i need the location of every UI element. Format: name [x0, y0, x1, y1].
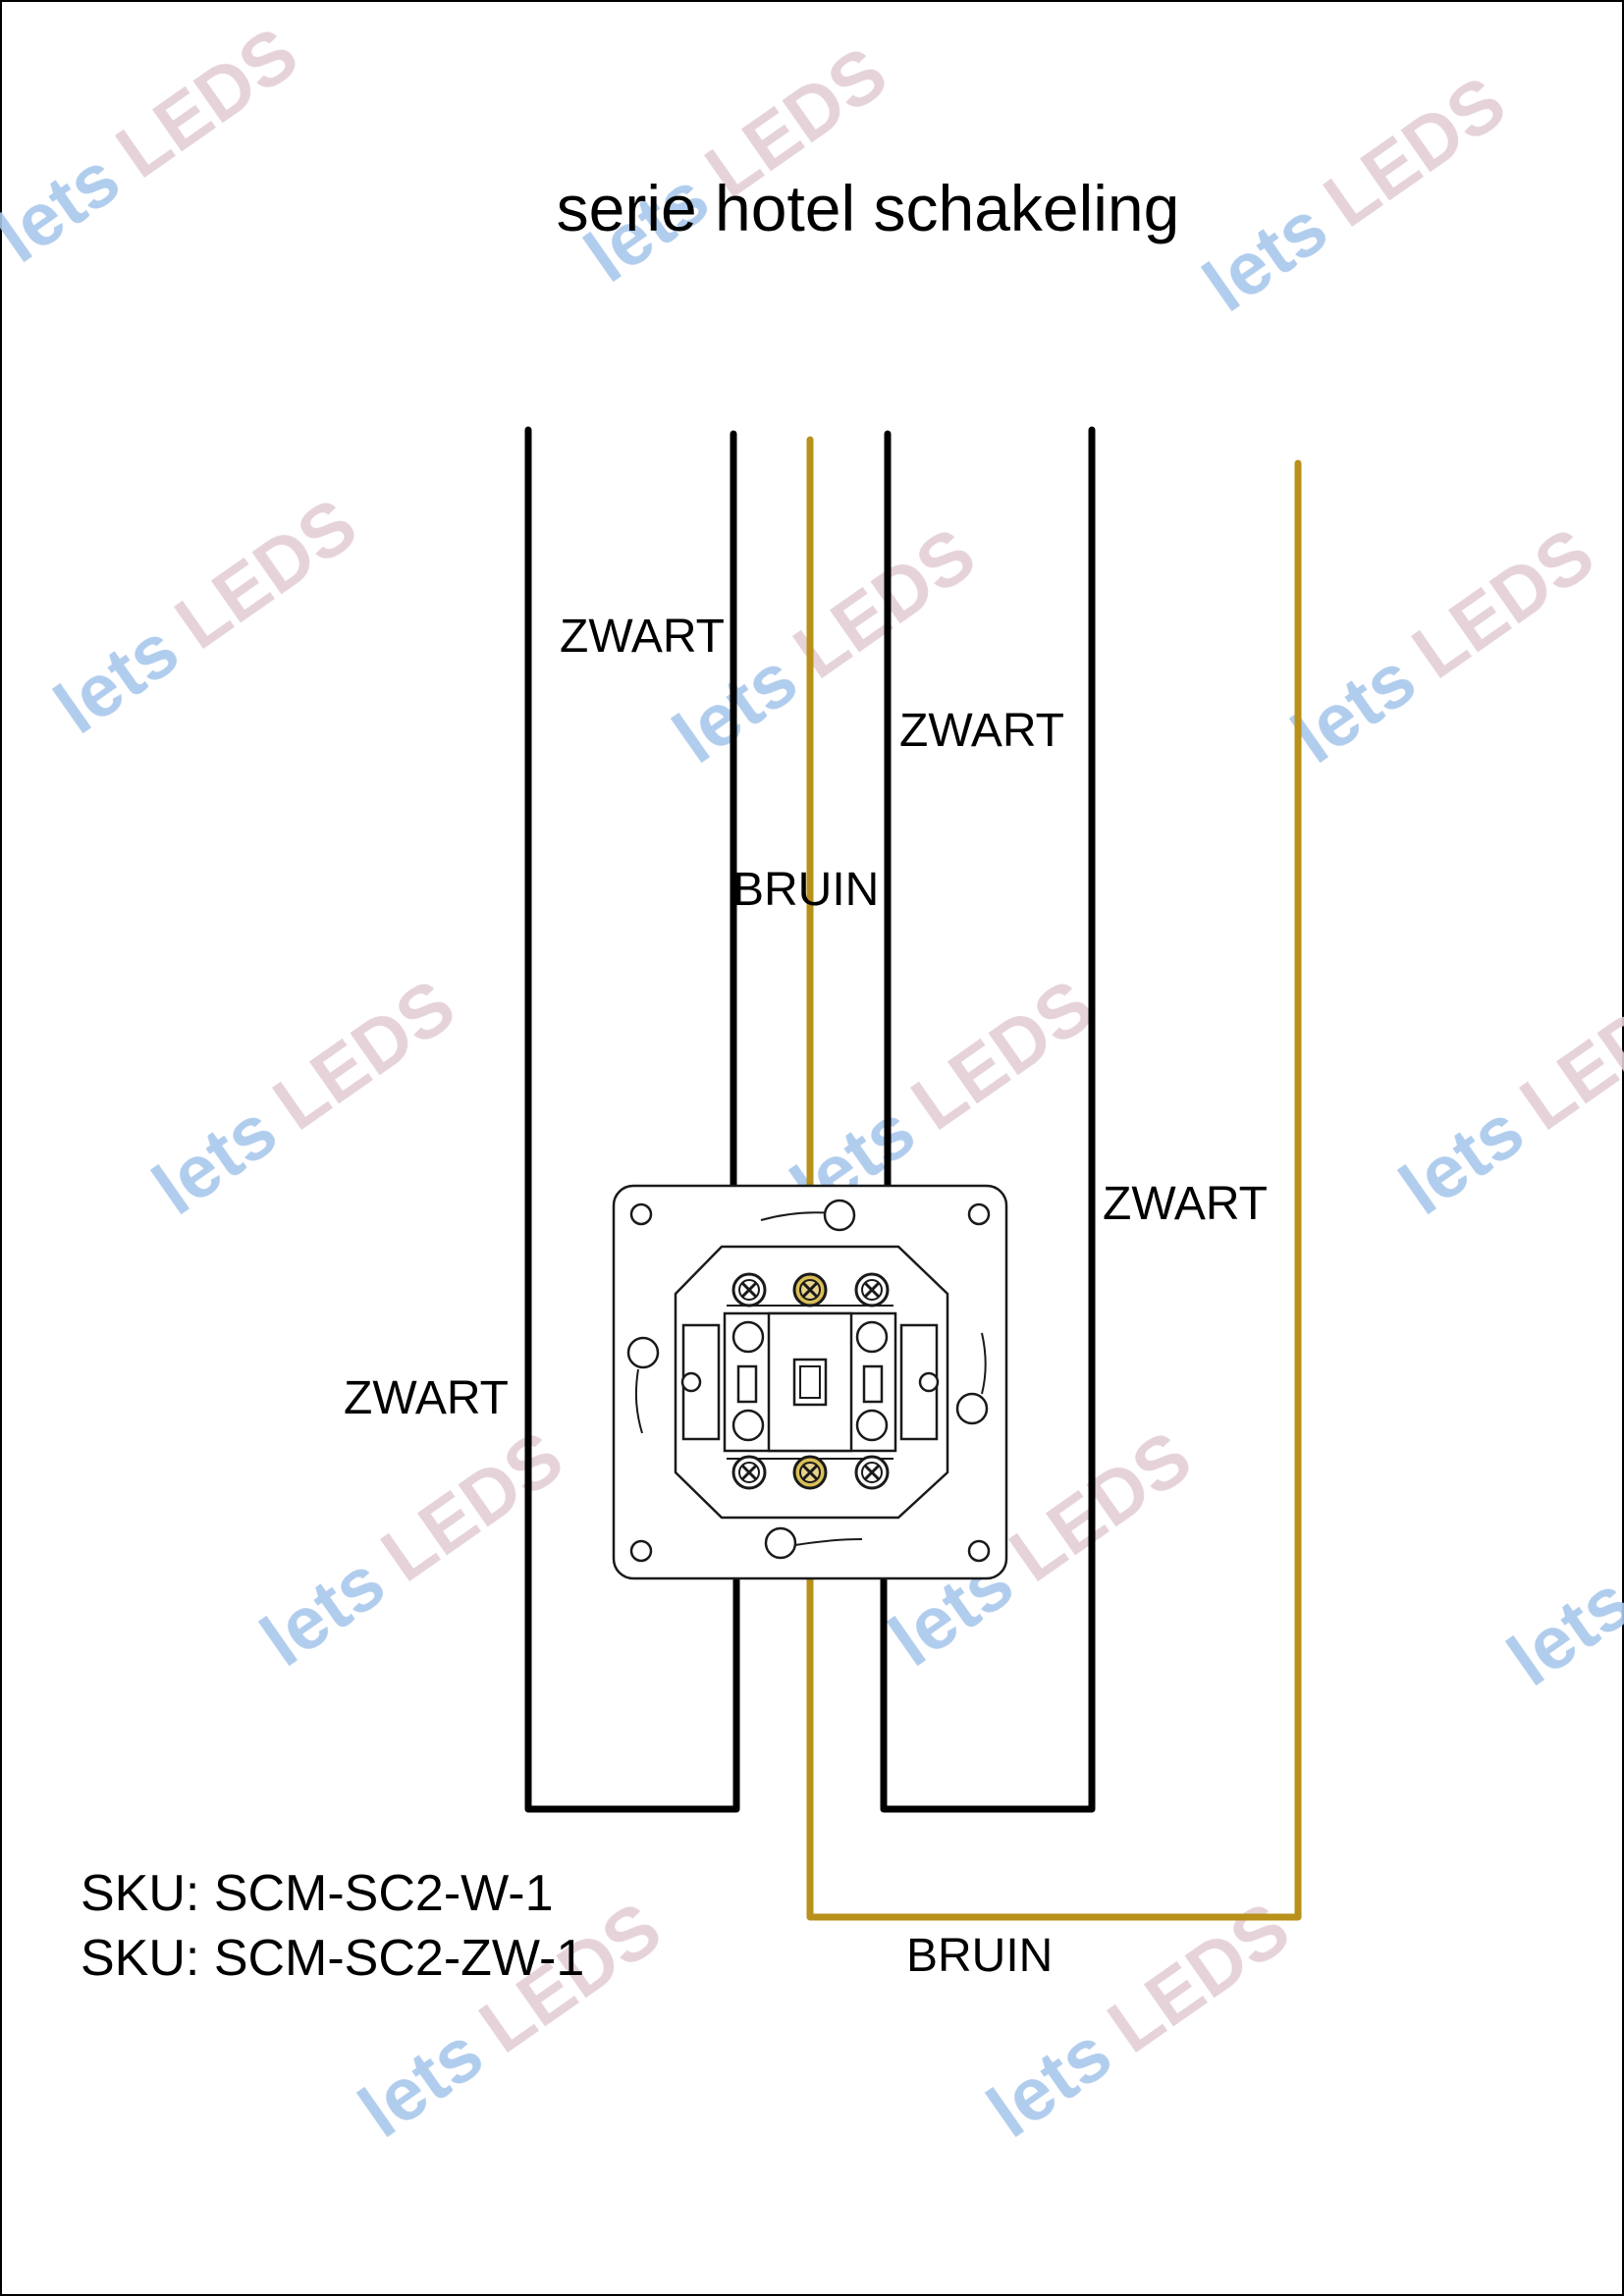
release-button	[731, 1409, 765, 1442]
terminal-screw-icon	[854, 1455, 890, 1490]
label-zwart-top-left: ZWART	[560, 611, 725, 663]
label-zwart-left: ZWART	[344, 1372, 509, 1424]
sku-block: SKU: SCM-SC2-W-1 SKU: SCM-SC2-ZW-1	[81, 1865, 584, 1987]
mounting-hole	[967, 1539, 991, 1563]
terminal-screw-icon	[731, 1455, 767, 1490]
release-button	[731, 1320, 765, 1354]
wire-zwart-outer-right	[880, 426, 1096, 1813]
claw-hole-bottom	[764, 1526, 797, 1560]
mounting-hole	[629, 1202, 653, 1226]
wires	[524, 426, 1302, 1921]
watermark-logo	[972, 1886, 1305, 2154]
wire-labels: ZWART ZWART BRUIN ZWART ZWART BRUIN	[344, 611, 1268, 1982]
switch-rocker-inner	[799, 1365, 821, 1399]
switch-insert	[612, 1184, 1008, 1580]
claw-hole-right	[955, 1392, 989, 1425]
claw-slot-right	[981, 1332, 987, 1395]
mounting-hole	[629, 1539, 653, 1563]
label-bruin-mid: BRUIN	[732, 864, 879, 916]
diagram-title: serie hotel schakeling	[557, 172, 1180, 244]
wire-zwart-outer-left	[524, 426, 740, 1813]
watermark-logo	[137, 963, 470, 1231]
watermark-logo	[1188, 60, 1521, 328]
label-zwart-right: ZWART	[1103, 1178, 1268, 1230]
release-button	[855, 1320, 889, 1354]
terminal-screw-brown-icon	[792, 1455, 828, 1490]
side-pin-right	[918, 1371, 940, 1393]
claw-slot-bottom	[794, 1538, 863, 1546]
sku-line: SKU: SCM-SC2-W-1	[81, 1865, 554, 1922]
side-slot-left	[736, 1364, 758, 1404]
release-button	[855, 1409, 889, 1442]
side-slot-right	[862, 1364, 884, 1404]
watermark-logo	[1276, 511, 1609, 779]
terminal-screw-icon	[854, 1272, 890, 1308]
side-pin-left	[680, 1371, 702, 1393]
watermark-logo	[1384, 963, 1624, 1231]
label-bruin-bottom: BRUIN	[906, 1930, 1053, 1982]
watermark-logo	[0, 11, 313, 279]
watermark-logo	[344, 1886, 677, 2154]
terminal-screw-brown-icon	[792, 1272, 828, 1308]
claw-hole-left	[626, 1336, 660, 1369]
claw-slot-left	[634, 1368, 643, 1434]
label-zwart-top-mid: ZWART	[899, 705, 1064, 757]
watermark-logo	[569, 30, 902, 298]
watermark-logo	[1492, 1434, 1624, 1702]
watermark-logo	[39, 482, 372, 750]
wire-bruin-return	[806, 459, 1302, 1921]
claw-hole-top	[823, 1199, 856, 1232]
terminal-screw-icon	[731, 1272, 767, 1308]
mounting-hole	[967, 1202, 991, 1226]
sku-line: SKU: SCM-SC2-ZW-1	[81, 1930, 584, 1987]
